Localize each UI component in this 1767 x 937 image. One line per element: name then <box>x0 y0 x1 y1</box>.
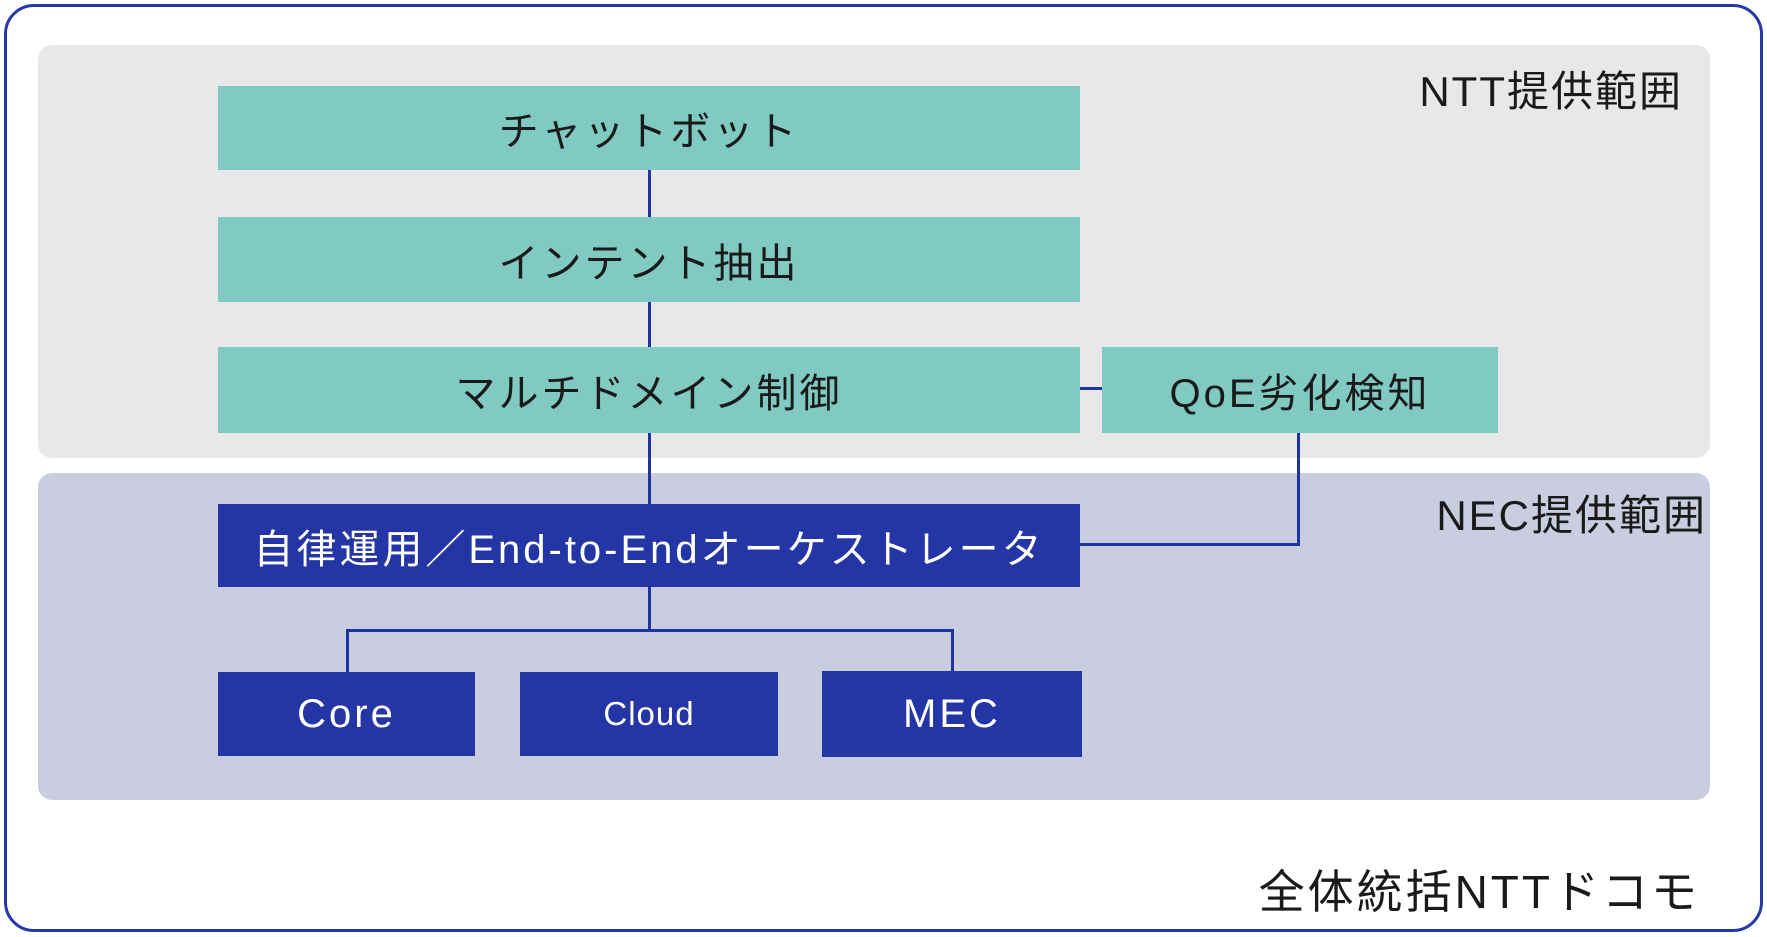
node-multidomain-control-label: マルチドメイン制御 <box>455 372 843 416</box>
connector-branch-mec <box>951 629 954 672</box>
node-intent-extraction: インテント抽出 <box>218 217 1080 302</box>
connector-qoe-down <box>1297 433 1300 545</box>
connector-branch-core <box>346 629 349 672</box>
node-core-label: Core <box>297 691 396 736</box>
node-qoe-degradation-detection-label: QoE劣化検知 <box>1169 372 1431 416</box>
node-chatbot-label: チャットボット <box>498 110 800 154</box>
node-qoe-degradation-detection: QoE劣化検知 <box>1102 347 1498 433</box>
overall-supervision-label: 全体統括NTTドコモ <box>1258 866 1700 918</box>
node-mec-label: MEC <box>903 691 1001 736</box>
connector-multidomain-orchestrator <box>648 433 651 504</box>
node-cloud-label: Cloud <box>603 695 695 732</box>
connector-orchestrator-down <box>648 587 651 630</box>
diagram-outer-border <box>4 4 1763 932</box>
connector-chatbot-intent <box>648 170 651 217</box>
connector-multidomain-qoe <box>1080 387 1102 390</box>
node-e2e-orchestrator: 自律運用／End-to-Endオーケストレータ <box>218 504 1080 587</box>
connector-branch-horizontal <box>346 629 954 632</box>
connector-qoe-orchestrator <box>1080 543 1300 546</box>
node-multidomain-control: マルチドメイン制御 <box>218 347 1080 433</box>
node-chatbot: チャットボット <box>218 86 1080 170</box>
node-e2e-orchestrator-label: 自律運用／End-to-Endオーケストレータ <box>253 527 1045 572</box>
connector-intent-multidomain <box>648 302 651 347</box>
nec-region-label: NEC提供範囲 <box>1436 492 1707 539</box>
node-mec: MEC <box>822 671 1082 757</box>
node-intent-extraction-label: インテント抽出 <box>498 241 800 286</box>
ntt-region-label: NTT提供範囲 <box>1419 68 1683 115</box>
node-cloud: Cloud <box>520 672 778 756</box>
node-core: Core <box>218 672 475 756</box>
